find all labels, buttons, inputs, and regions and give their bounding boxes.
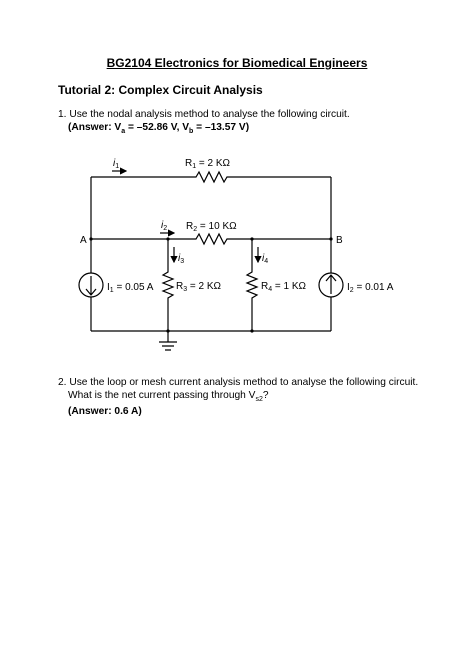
question-1-number: 1. — [58, 109, 67, 120]
junction-r4-bottom — [250, 329, 254, 333]
resistor-r4-label: R4 = 1 KΩ — [261, 281, 307, 293]
question-1-answer: (Answer: Va = –52.86 V, Vb = –13.57 V) — [68, 121, 250, 135]
resistor-r4 — [245, 239, 259, 331]
question-1: 1. Use the nodal analysis method to anal… — [58, 109, 350, 138]
current-label-i4: i4 — [262, 253, 268, 265]
junction-r3-top — [166, 237, 170, 241]
tutorial-subtitle: Tutorial 2: Complex Circuit Analysis — [58, 83, 263, 97]
node-a-label: A — [80, 235, 87, 246]
question-2-number: 2. — [58, 377, 67, 388]
resistor-r1-label: R1 = 2 KΩ — [185, 158, 231, 170]
source-i1-label: I1 = 0.05 A — [107, 282, 154, 294]
node-b-label: B — [336, 235, 343, 246]
document-title: BG2104 Electronics for Biomedical Engine… — [106, 56, 368, 70]
junction-r3-bottom — [166, 329, 170, 333]
junction-r4-top — [250, 237, 254, 241]
question-2-line-1: Use the loop or mesh current analysis me… — [69, 377, 419, 388]
current-label-i2: i2 — [161, 220, 167, 232]
question-2: 2. Use the loop or mesh current analysis… — [58, 377, 418, 419]
junction-a — [89, 237, 93, 241]
resistor-r2-label: R2 = 10 KΩ — [186, 221, 237, 233]
wire-middle — [91, 232, 331, 246]
up-arrow-icon — [325, 274, 337, 294]
resistor-r3-label: R3 = 2 KΩ — [176, 281, 222, 293]
question-2-answer: (Answer: 0.6 A) — [68, 406, 142, 418]
wire-top — [91, 170, 331, 184]
ground-symbol — [159, 331, 177, 351]
question-2-line-2: What is the net current passing through … — [68, 389, 269, 403]
current-label-i3: i3 — [178, 253, 184, 265]
down-arrow-icon — [85, 276, 97, 296]
junction-b — [329, 237, 333, 241]
question-1-text: Use the nodal analysis method to analyse… — [69, 109, 350, 120]
source-i2-label: I2 = 0.01 A — [347, 282, 394, 294]
current-label-i1: i1 — [113, 158, 119, 170]
current-source-i1 — [78, 272, 104, 298]
current-source-i2 — [318, 272, 344, 298]
resistor-r3 — [161, 239, 175, 331]
